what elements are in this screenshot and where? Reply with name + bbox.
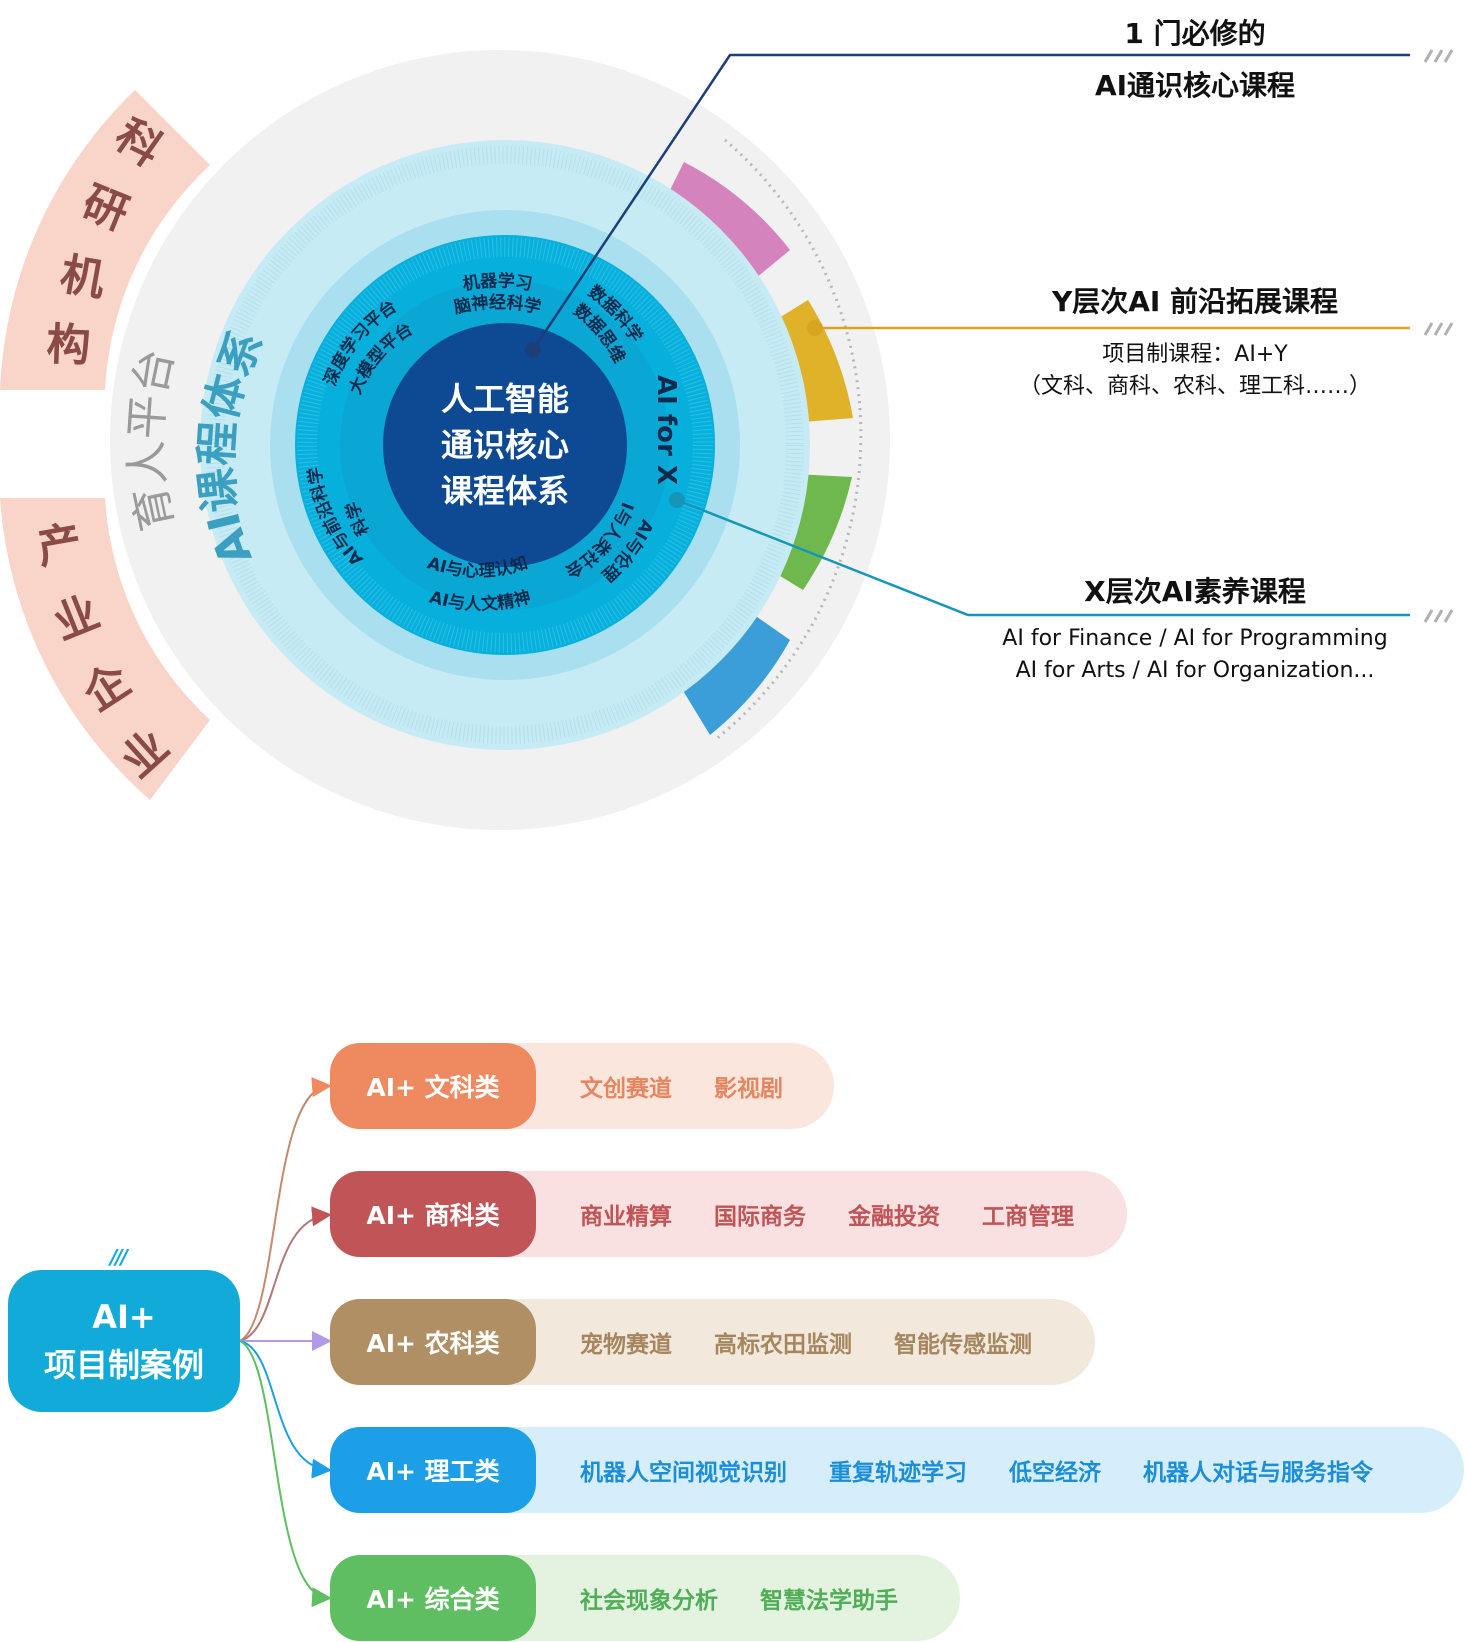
case-item: 文创赛道 [580, 1076, 672, 1102]
branch-label: AI+ 综合类 [330, 1555, 536, 1641]
ring-ticks [206, 146, 804, 744]
branch-label: AI+ 农科类 [330, 1299, 536, 1385]
case-item: 机器人对话与服务指令 [1143, 1460, 1373, 1486]
project-root: AI+ 项目制案例 [8, 1270, 240, 1412]
case-item: 工商管理 [982, 1204, 1074, 1230]
case-item: 智能传感监测 [894, 1332, 1032, 1358]
industry-char-1: 产 [33, 517, 85, 575]
callout-y-line1: 项目制课程：AI+Y [1102, 342, 1288, 367]
core-circle [383, 323, 627, 567]
ring-label-aix: AI for X [651, 375, 681, 485]
branch-science-engineering: AI+ 理工类 机器人空间视觉识别 重复轨迹学习 低空经济 机器人对话与服务指令 [330, 1427, 1464, 1513]
case-item: 机器人空间视觉识别 [580, 1460, 787, 1486]
callout-core-line1: 1 门必修的 [1124, 17, 1266, 50]
branch-comprehensive: AI+ 综合类 社会现象分析 智慧法学助手 [330, 1555, 960, 1641]
callout-core-line2: AI通识核心课程 [1094, 69, 1296, 102]
case-item: 金融投资 [848, 1204, 940, 1230]
case-item: 国际商务 [714, 1204, 806, 1230]
branch-business: AI+ 商科类 商业精算 国际商务 金融投资 工商管理 [330, 1171, 1127, 1257]
callout-x-line1: AI for Finance / AI for Programming [1002, 626, 1388, 651]
callout-y-line2: （文科、商科、农科、理工科……） [1018, 374, 1371, 399]
research-char-4: 构 [46, 319, 92, 372]
root-line-1: AI+ [92, 1298, 156, 1336]
leader-core [531, 53, 1410, 351]
leader-x [676, 498, 1410, 617]
dotted-arc [714, 138, 863, 742]
root-slashes: /// [110, 1245, 128, 1269]
case-item: 商业精算 [580, 1204, 672, 1230]
callout-y-title: Y层次AI 前沿拓展课程 [1051, 285, 1339, 318]
case-item: 影视剧 [714, 1076, 783, 1102]
callout-x-title: X层次AI素养课程 [1084, 575, 1306, 608]
case-item: 高标农田监测 [714, 1332, 852, 1358]
case-item: 社会现象分析 [580, 1588, 718, 1614]
case-item: 智慧法学助手 [760, 1588, 898, 1614]
leader-y-dot [807, 320, 823, 336]
callout-x-line2: AI for Arts / AI for Organization... [1015, 658, 1375, 683]
branch-liberal-arts: AI+ 文科类 文创赛道 影视剧 [330, 1043, 834, 1129]
cyan-ticks [297, 237, 713, 653]
industry-arc [0, 498, 210, 800]
core-line-2: 通识核心 [441, 426, 569, 464]
core-line-3: 课程体系 [441, 472, 569, 510]
leader-core-dot [525, 342, 541, 358]
research-char-3: 机 [56, 249, 108, 307]
case-item: 低空经济 [1009, 1460, 1101, 1486]
root-line-2: 项目制案例 [43, 1346, 204, 1384]
research-arc [0, 90, 210, 390]
leader-x-dot [669, 492, 685, 508]
branch-label: AI+ 理工类 [330, 1427, 536, 1513]
branch-label: AI+ 商科类 [330, 1171, 536, 1257]
branch-label: AI+ 文科类 [330, 1043, 536, 1129]
branch-agriculture: AI+ 农科类 宠物赛道 高标农田监测 智能传感监测 [330, 1299, 1095, 1385]
core-line-1: 人工智能 [441, 380, 569, 418]
course-system-diagram: 人工智能 通识核心 课程体系 机器学习 脑神经科学 数据科学 数据思维 深度学习… [0, 0, 1454, 830]
case-item: 宠物赛道 [580, 1332, 672, 1358]
connector-lines [239, 1077, 332, 1608]
case-item: 重复轨迹学习 [829, 1460, 967, 1486]
